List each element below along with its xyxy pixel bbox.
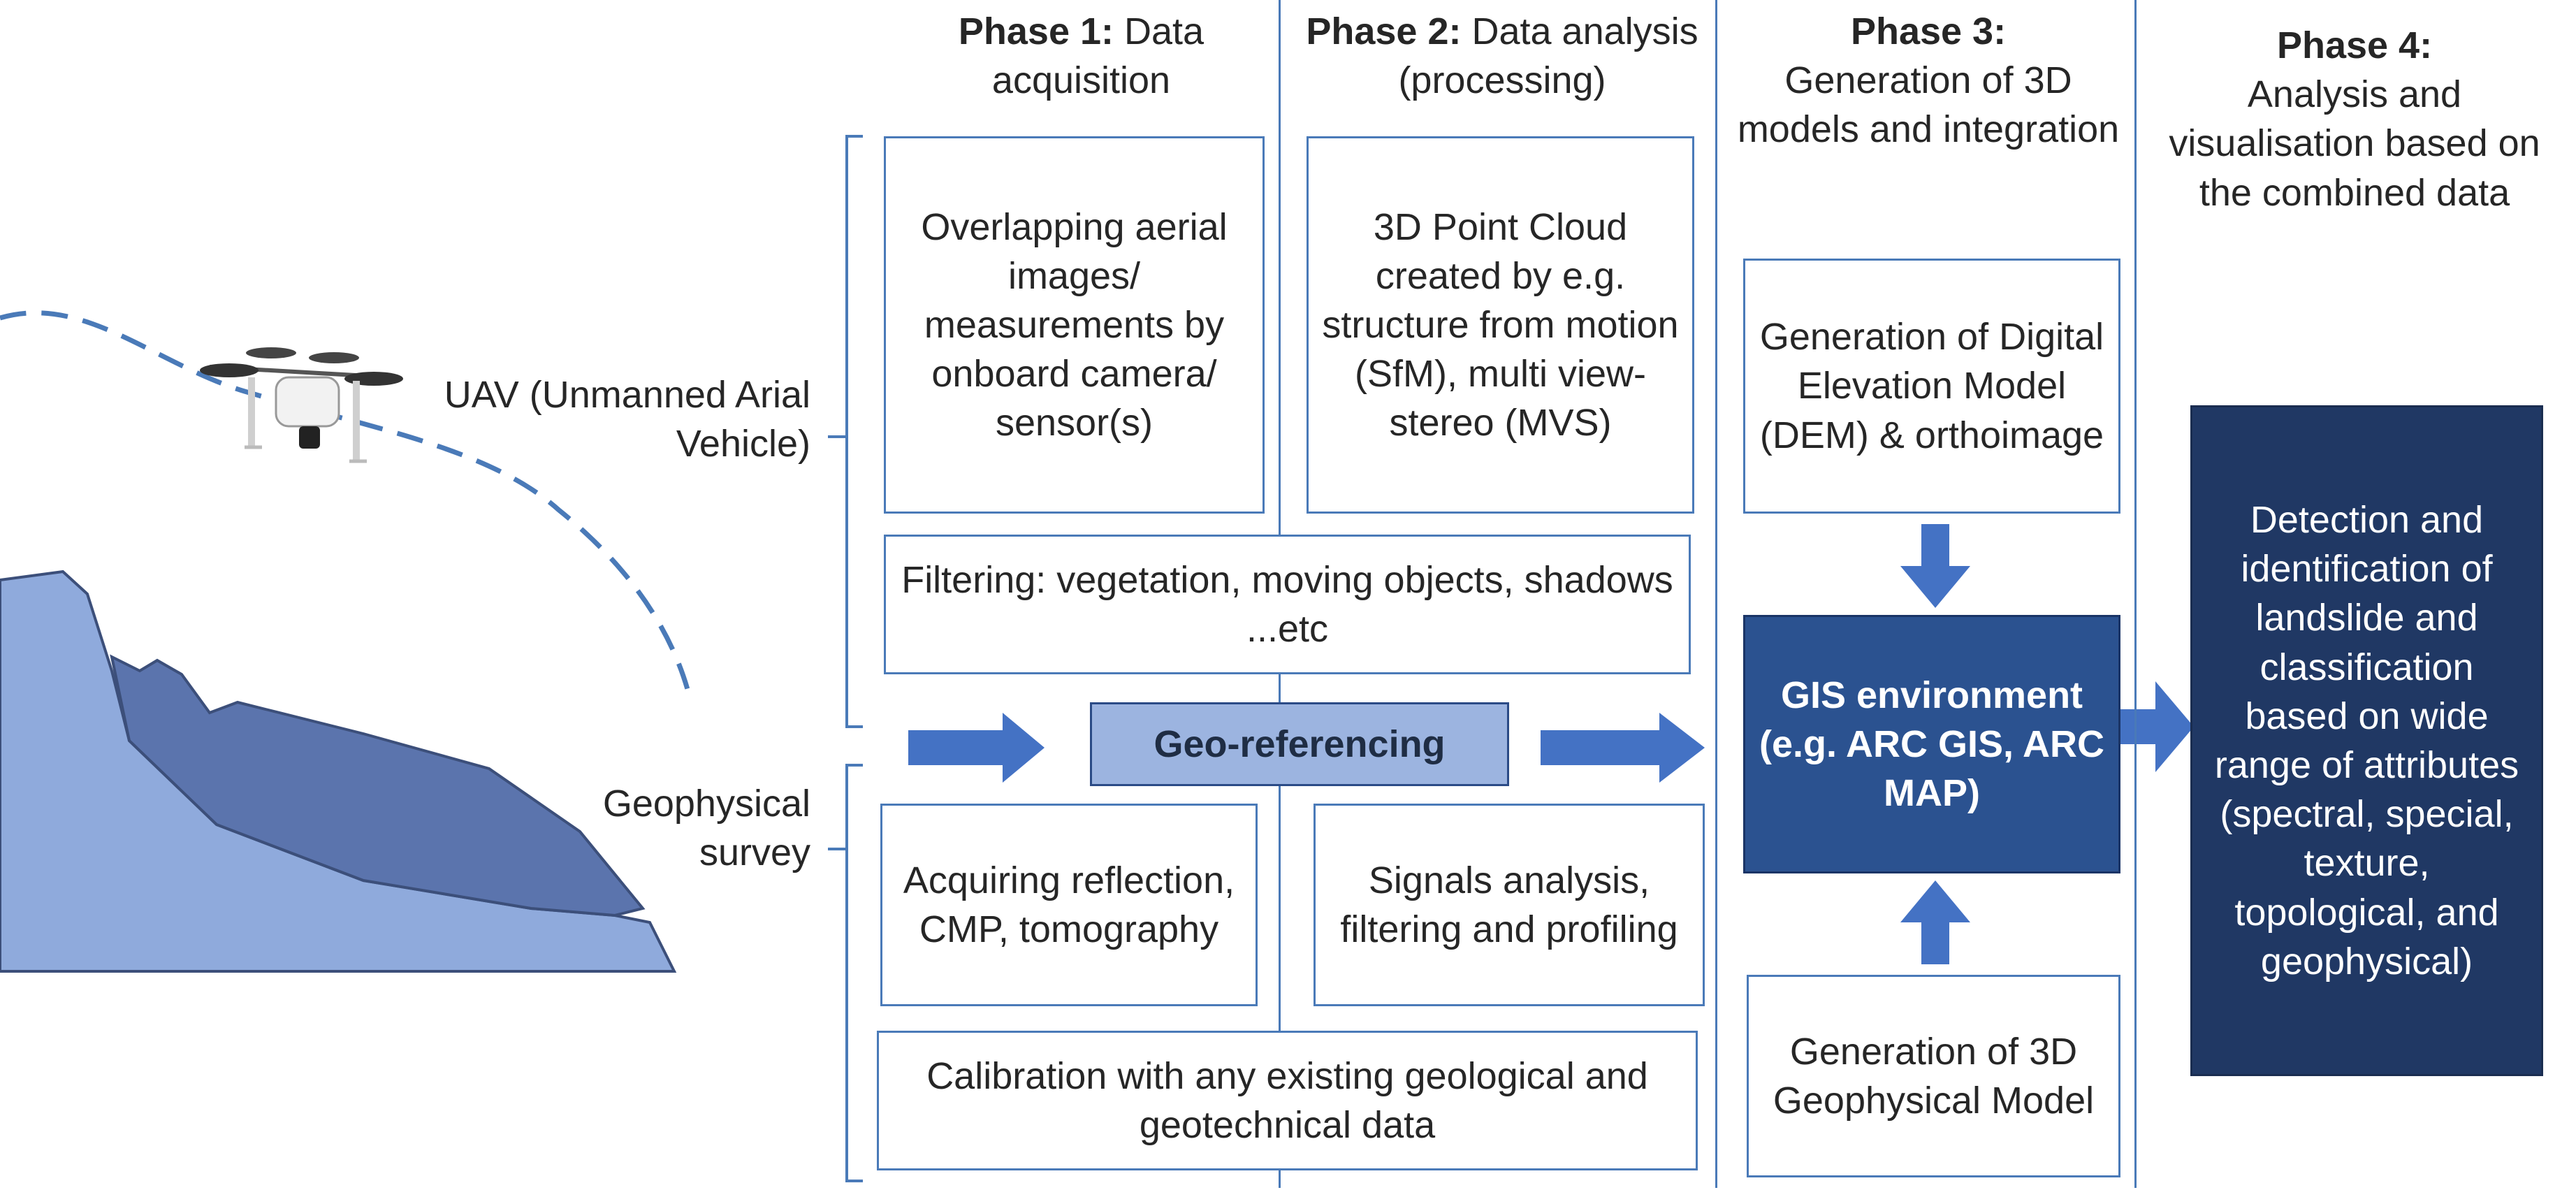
geophysical-label: Geophysical survey — [602, 783, 810, 874]
phase-3-bold: Phase 3: — [1850, 10, 2007, 52]
phase-2-heading: Phase 2: Data analysis (processing) — [1293, 7, 1712, 105]
dem-box: Generation of Digital Elevation Model (D… — [1743, 259, 2120, 514]
geophysical-model-box: Generation of 3D Geophysical Model — [1747, 975, 2120, 1177]
arrow-to-detection — [2120, 681, 2194, 772]
arrow-dem-to-gis — [1900, 524, 1970, 608]
phase-3-heading: Phase 3: Generation of 3D models and inte… — [1733, 7, 2124, 154]
phase-1-text: Data acquisition — [991, 10, 1205, 102]
geo-referencing-box: Geo-referencing — [1090, 702, 1509, 786]
phase-3-text: Generation of 3D models and integration — [1737, 59, 2120, 151]
acquiring-box: Acquiring reflection, CMP, tomography — [880, 804, 1258, 1006]
gis-environment-box: GIS environment (e.g. ARC GIS, ARC MAP) — [1743, 615, 2120, 873]
calibration-box: Calibration with any existing geological… — [877, 1031, 1698, 1170]
divider-phase-2-3 — [1715, 0, 1717, 1188]
geophysical-bracket — [828, 764, 863, 1182]
uav-label: UAV (Unmanned Arial Vehicle) — [444, 374, 810, 465]
phase-4-heading: Phase 4: Analysis and visualisation based… — [2159, 21, 2550, 217]
phase-1-heading: Phase 1: Data acquisition — [887, 7, 1275, 105]
arrow-to-georef — [908, 713, 1045, 783]
arrow-to-gis — [1541, 713, 1705, 783]
phase-4-text: Analysis and visualisation based on the … — [2169, 73, 2540, 214]
signals-analysis-box: Signals analysis, filtering and profilin… — [1314, 804, 1705, 1006]
terrain-dark-layer — [110, 654, 646, 917]
phase-2-bold: Phase 2: — [1306, 10, 1462, 52]
overlapping-images-box: Overlapping aerial images/ measurements … — [884, 136, 1265, 514]
point-cloud-box: 3D Point Cloud created by e.g. structure… — [1307, 136, 1694, 514]
phase-4-bold: Phase 4: — [2276, 24, 2433, 66]
arrow-model-to-gis — [1900, 880, 1970, 964]
drone-icon — [200, 347, 403, 463]
detection-box: Detection and identification of landslid… — [2190, 405, 2543, 1076]
phase-2-text: Data analysis (processing) — [1398, 10, 1698, 102]
divider-phase-3-4 — [2134, 0, 2137, 1188]
flight-path — [0, 310, 691, 692]
uav-bracket — [828, 135, 863, 728]
phase-1-bold: Phase 1: — [958, 10, 1114, 52]
filtering-box: Filtering: vegetation, moving objects, s… — [884, 535, 1691, 674]
